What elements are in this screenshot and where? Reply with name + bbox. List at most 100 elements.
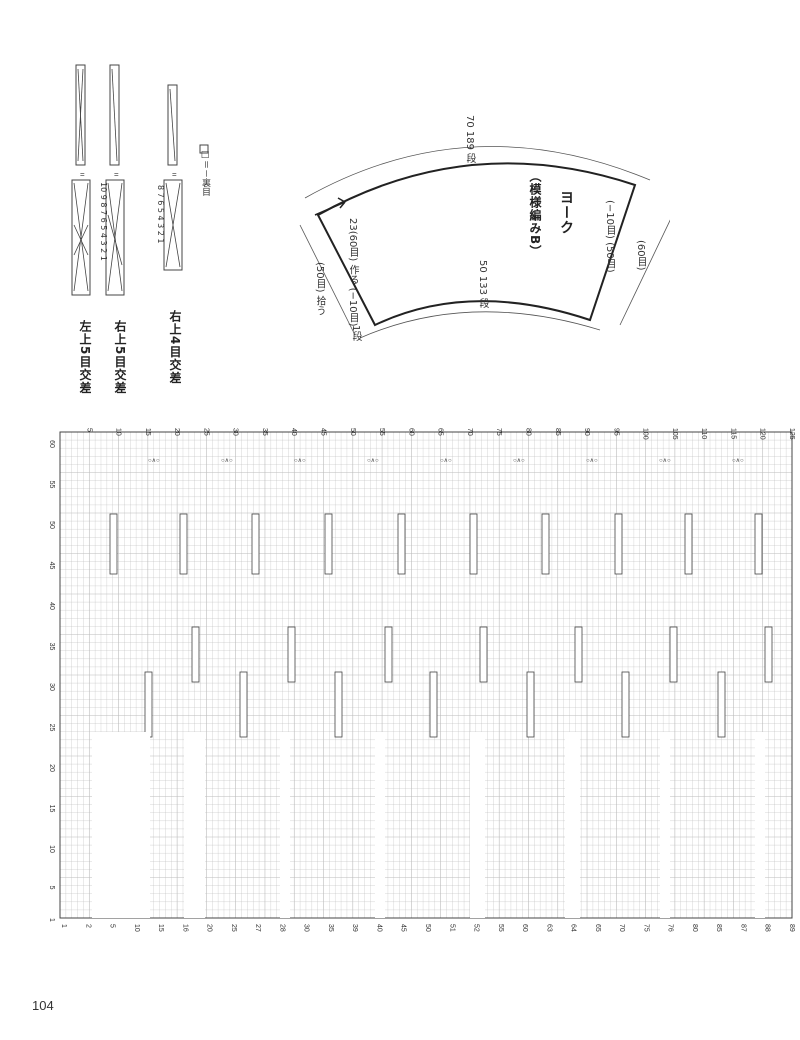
top-stitch-label: 35	[261, 428, 268, 436]
bottom-stitch-label: 35	[327, 924, 334, 932]
left-edge-label: 23(60目) 作る (−10目)	[345, 218, 360, 327]
svg-text:=: =	[172, 170, 177, 179]
bottom-stitch-label: 28	[278, 924, 285, 932]
cable-legend: = = =	[60, 55, 240, 415]
top-stitch-label: 5	[85, 428, 92, 432]
yoke-subtitle: （模様編みB）	[528, 170, 542, 259]
bottom-stitch-label: 88	[764, 924, 771, 932]
top-stitch-label: 15	[144, 428, 151, 436]
top-stitch-label: 80	[524, 428, 531, 436]
cable-panel	[109, 513, 118, 575]
bottom-stitch-label: 89	[788, 924, 795, 932]
shaping-gap	[470, 732, 485, 918]
inner-arc-stitches: 50	[477, 260, 488, 273]
purl-symbol: □＝－	[200, 150, 210, 179]
motif-mark: ○∧○	[440, 458, 452, 464]
top-stitch-label: 120	[759, 428, 766, 440]
row-label: 5	[48, 886, 55, 890]
svg-text:=: =	[80, 170, 85, 179]
cable-panel	[469, 513, 478, 575]
row-label: 10	[48, 845, 55, 853]
left-pickup-text: 拾う	[314, 295, 325, 316]
motif-mark: ○∧○	[221, 458, 233, 464]
left-pickup-stitches: (50目)	[314, 262, 325, 293]
top-stitch-label: 70	[466, 428, 473, 436]
shaping-gap	[184, 732, 205, 918]
bottom-stitch-label: 52	[473, 924, 480, 932]
cable-panel	[251, 513, 260, 575]
cable-numbers-5a: 10 9 8 7 6 5 4 3 2 1	[99, 182, 108, 261]
outer-arc-rows: 189	[464, 130, 475, 151]
right-edge-decrease: (−10目)	[604, 200, 615, 239]
row-label: 50	[48, 521, 55, 529]
row-label: 60	[48, 440, 55, 448]
top-stitch-label: 85	[554, 428, 561, 436]
bottom-stitch-label: 20	[206, 924, 213, 932]
cable-panel	[144, 671, 153, 738]
left-edge-decrease: (−10目)	[347, 287, 358, 327]
top-stitch-label: 20	[173, 428, 180, 436]
top-stitch-label: 110	[700, 428, 707, 439]
bottom-stitch-label: 25	[230, 924, 237, 932]
inner-arc-label: 50 133 段	[475, 260, 490, 308]
cable-panel	[684, 513, 693, 575]
left-edge-cast-on: 23(60目)	[347, 218, 358, 262]
cable-panel	[614, 513, 623, 575]
bottom-stitch-label: 80	[691, 924, 698, 932]
left-pickup-label: (50目) 拾う	[312, 262, 327, 316]
row-label: 1	[48, 918, 55, 922]
shaping-gap	[660, 732, 670, 918]
top-stitch-label: 115	[729, 428, 736, 439]
cable-label-right-4: 右上4目交差	[168, 310, 182, 385]
purl-label: 裏目	[200, 178, 210, 197]
bottom-stitch-label: 87	[739, 924, 746, 932]
bottom-stitch-label: 1	[60, 924, 67, 928]
cable-label-left-5: 左上5目交差	[78, 320, 92, 395]
cable-panel	[526, 671, 535, 738]
bottom-stitch-label: 5	[109, 924, 116, 928]
shaping-gap	[375, 732, 385, 918]
page-number: 104	[32, 998, 54, 1013]
cable-label-right-5: 右上5目交差	[113, 320, 127, 395]
row-label: 40	[48, 602, 55, 610]
bottom-stitch-label: 85	[715, 924, 722, 932]
row-start-label: 1段	[350, 325, 361, 342]
shaping-gap	[92, 732, 150, 918]
bottom-stitch-label: 39	[351, 924, 358, 932]
cable-panel	[397, 513, 406, 575]
bottom-stitch-label: 2	[84, 924, 91, 928]
cable-panel	[541, 513, 550, 575]
cable-panel	[334, 671, 343, 738]
cable-panel	[179, 513, 188, 575]
bottom-stitch-label: 40	[375, 924, 382, 932]
top-stitch-label: 75	[495, 428, 502, 436]
top-stitch-label: 50	[349, 428, 356, 436]
cable-symbol-drawings: = = =	[71, 64, 209, 296]
motif-mark: ○∧○	[367, 458, 379, 464]
cable-panel	[479, 626, 488, 683]
row-label: 15	[48, 805, 55, 813]
motif-mark: ○∧○	[148, 458, 160, 464]
svg-text:=: =	[114, 170, 119, 179]
top-stitch-label: 90	[583, 428, 590, 436]
bottom-stitch-label: 15	[157, 924, 164, 932]
bottom-stitch-label: 55	[497, 924, 504, 932]
right-edge-label: (−10目) (50目)	[602, 200, 617, 273]
cable-panel	[754, 513, 763, 575]
row-label: 45	[48, 562, 55, 570]
shaping-gap	[755, 732, 765, 918]
cable-panel	[621, 671, 630, 738]
bottom-stitch-label: 75	[642, 924, 649, 932]
row-label: 30	[48, 683, 55, 691]
top-stitch-label: 30	[232, 428, 239, 436]
bottom-stitch-label: 30	[303, 924, 310, 932]
outer-arc-unit: 段	[464, 153, 475, 164]
yoke-shape	[299, 146, 676, 339]
top-stitch-label: 125	[788, 428, 795, 440]
outer-arc-label: 70 189 段	[462, 115, 477, 163]
top-stitch-label: 25	[202, 428, 209, 436]
motif-mark: ○∧○	[732, 458, 744, 464]
yoke-diagram	[290, 110, 676, 370]
